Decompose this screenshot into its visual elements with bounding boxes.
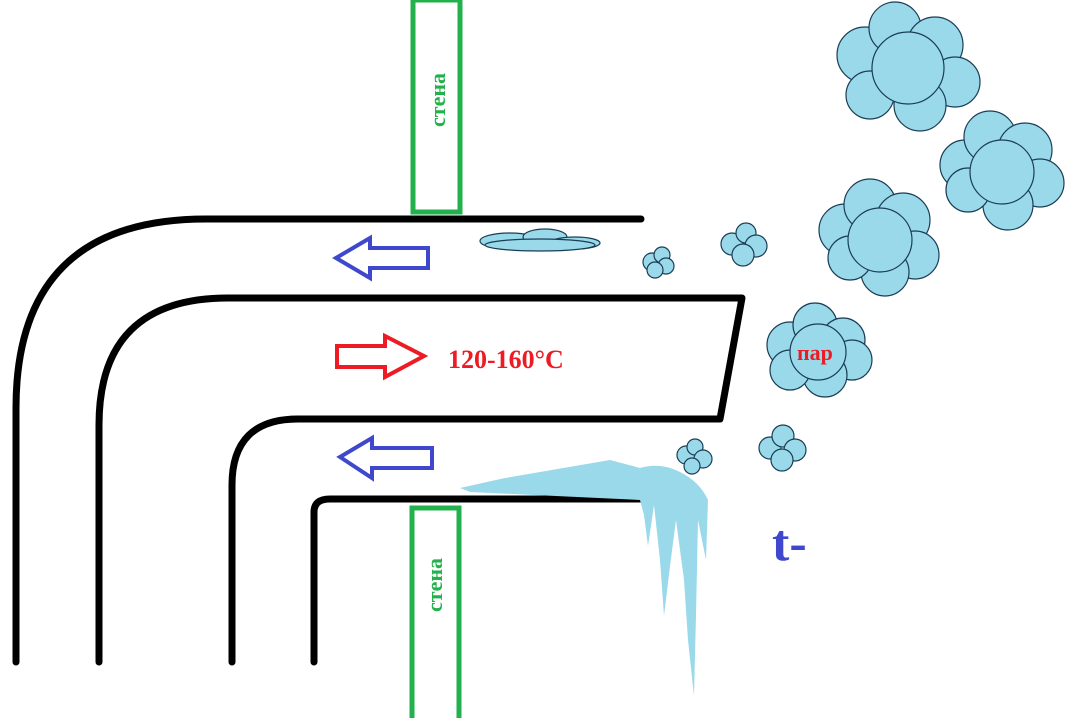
steam-cloud xyxy=(818,178,940,297)
outside-temperature-label: t- xyxy=(772,515,807,572)
wall-top-outline xyxy=(410,0,463,215)
return-arrow-bottom xyxy=(336,434,434,482)
wall-bottom: стена xyxy=(409,505,462,718)
steam-cloud-par xyxy=(766,302,873,398)
steam-cloud xyxy=(758,424,807,472)
steam-cloud xyxy=(642,246,675,279)
steam-label: пар xyxy=(797,340,833,365)
inner-pipe-wall xyxy=(95,294,746,666)
steam-cloud xyxy=(676,438,713,475)
return-arrow-top xyxy=(332,234,430,282)
steam-cloud xyxy=(836,1,981,132)
inflow-arrow xyxy=(335,332,429,381)
steam-cloud xyxy=(939,110,1065,231)
wall-bottom-label: стена xyxy=(422,558,447,612)
outer-pipe-outer-wall xyxy=(12,215,645,666)
icicle-shape xyxy=(460,460,708,696)
steam-cloud xyxy=(720,222,768,267)
steam-clouds xyxy=(479,1,1065,475)
wall-top: стена xyxy=(410,0,463,215)
wall-bottom-outline xyxy=(409,505,462,718)
steam-cloud xyxy=(479,228,601,252)
wall-top-label: стена xyxy=(425,73,450,127)
outer-pipe-inner-wall xyxy=(310,495,649,666)
pipe xyxy=(12,215,746,666)
temperature-label: 120-160°C xyxy=(448,345,564,374)
ice-icicles xyxy=(460,460,708,696)
